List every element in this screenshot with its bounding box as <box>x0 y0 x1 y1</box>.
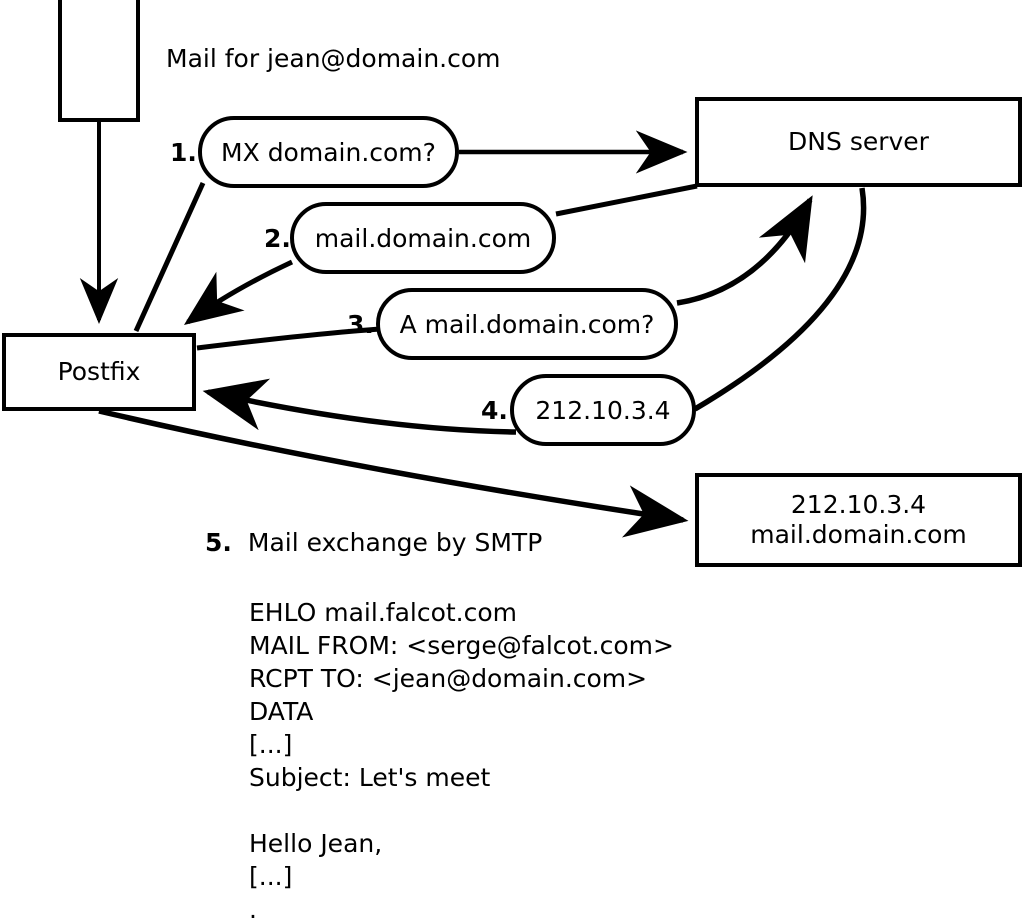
wire-dns-to-step2 <box>555 183 698 217</box>
step-pill-1[interactable]: MX domain.com? <box>198 116 459 188</box>
step-5-label: Mail exchange by SMTP <box>247 528 543 557</box>
step-pill-3[interactable]: A mail.domain.com? <box>376 288 678 360</box>
dns-server-box-label: DNS server <box>788 126 929 156</box>
smtp-transcript: EHLO mail.falcot.com MAIL FROM: <serge@f… <box>249 598 674 919</box>
mail-server-hostname: mail.domain.com <box>750 520 967 549</box>
mail-server-ip: 212.10.3.4 <box>790 489 927 519</box>
step-pill-4[interactable]: 212.10.3.4 <box>510 374 696 446</box>
dns-server-box[interactable]: DNS server <box>695 97 1022 187</box>
postfix-box-label: Postfix <box>57 356 141 386</box>
step-number-1: 1. <box>170 138 197 167</box>
mail-for-note: Mail for jean@domain.com <box>166 44 501 73</box>
client-box[interactable] <box>58 0 140 122</box>
step-pill-1-label: MX domain.com? <box>221 137 436 167</box>
step-pill-2-label: mail.domain.com <box>314 223 532 253</box>
wire-postfix-to-step1 <box>133 181 206 333</box>
step-pill-2[interactable]: mail.domain.com <box>290 202 556 274</box>
step-pill-3-label: A mail.domain.com? <box>399 309 655 339</box>
step-number-3: 3. <box>347 310 374 339</box>
step-number-4: 4. <box>481 396 508 425</box>
wire-postfix-to-step3 <box>196 326 382 351</box>
postfix-box[interactable]: Postfix <box>2 333 196 411</box>
wire-postfix-to-mailserver <box>98 408 689 538</box>
wire-step2-to-postfix <box>183 259 294 325</box>
step-5-row: 5. Mail exchange by SMTP <box>205 528 542 557</box>
step-pill-4-label: 212.10.3.4 <box>535 395 671 425</box>
step-number-2: 2. <box>264 224 291 253</box>
wire-dns-to-step4 <box>693 187 867 412</box>
step-number-5: 5. <box>205 528 232 557</box>
wire-step3-to-dns <box>676 195 813 306</box>
wire-step4-to-postfix <box>202 378 517 435</box>
mail-server-box[interactable]: 212.10.3.4 mail.domain.com <box>695 473 1022 567</box>
